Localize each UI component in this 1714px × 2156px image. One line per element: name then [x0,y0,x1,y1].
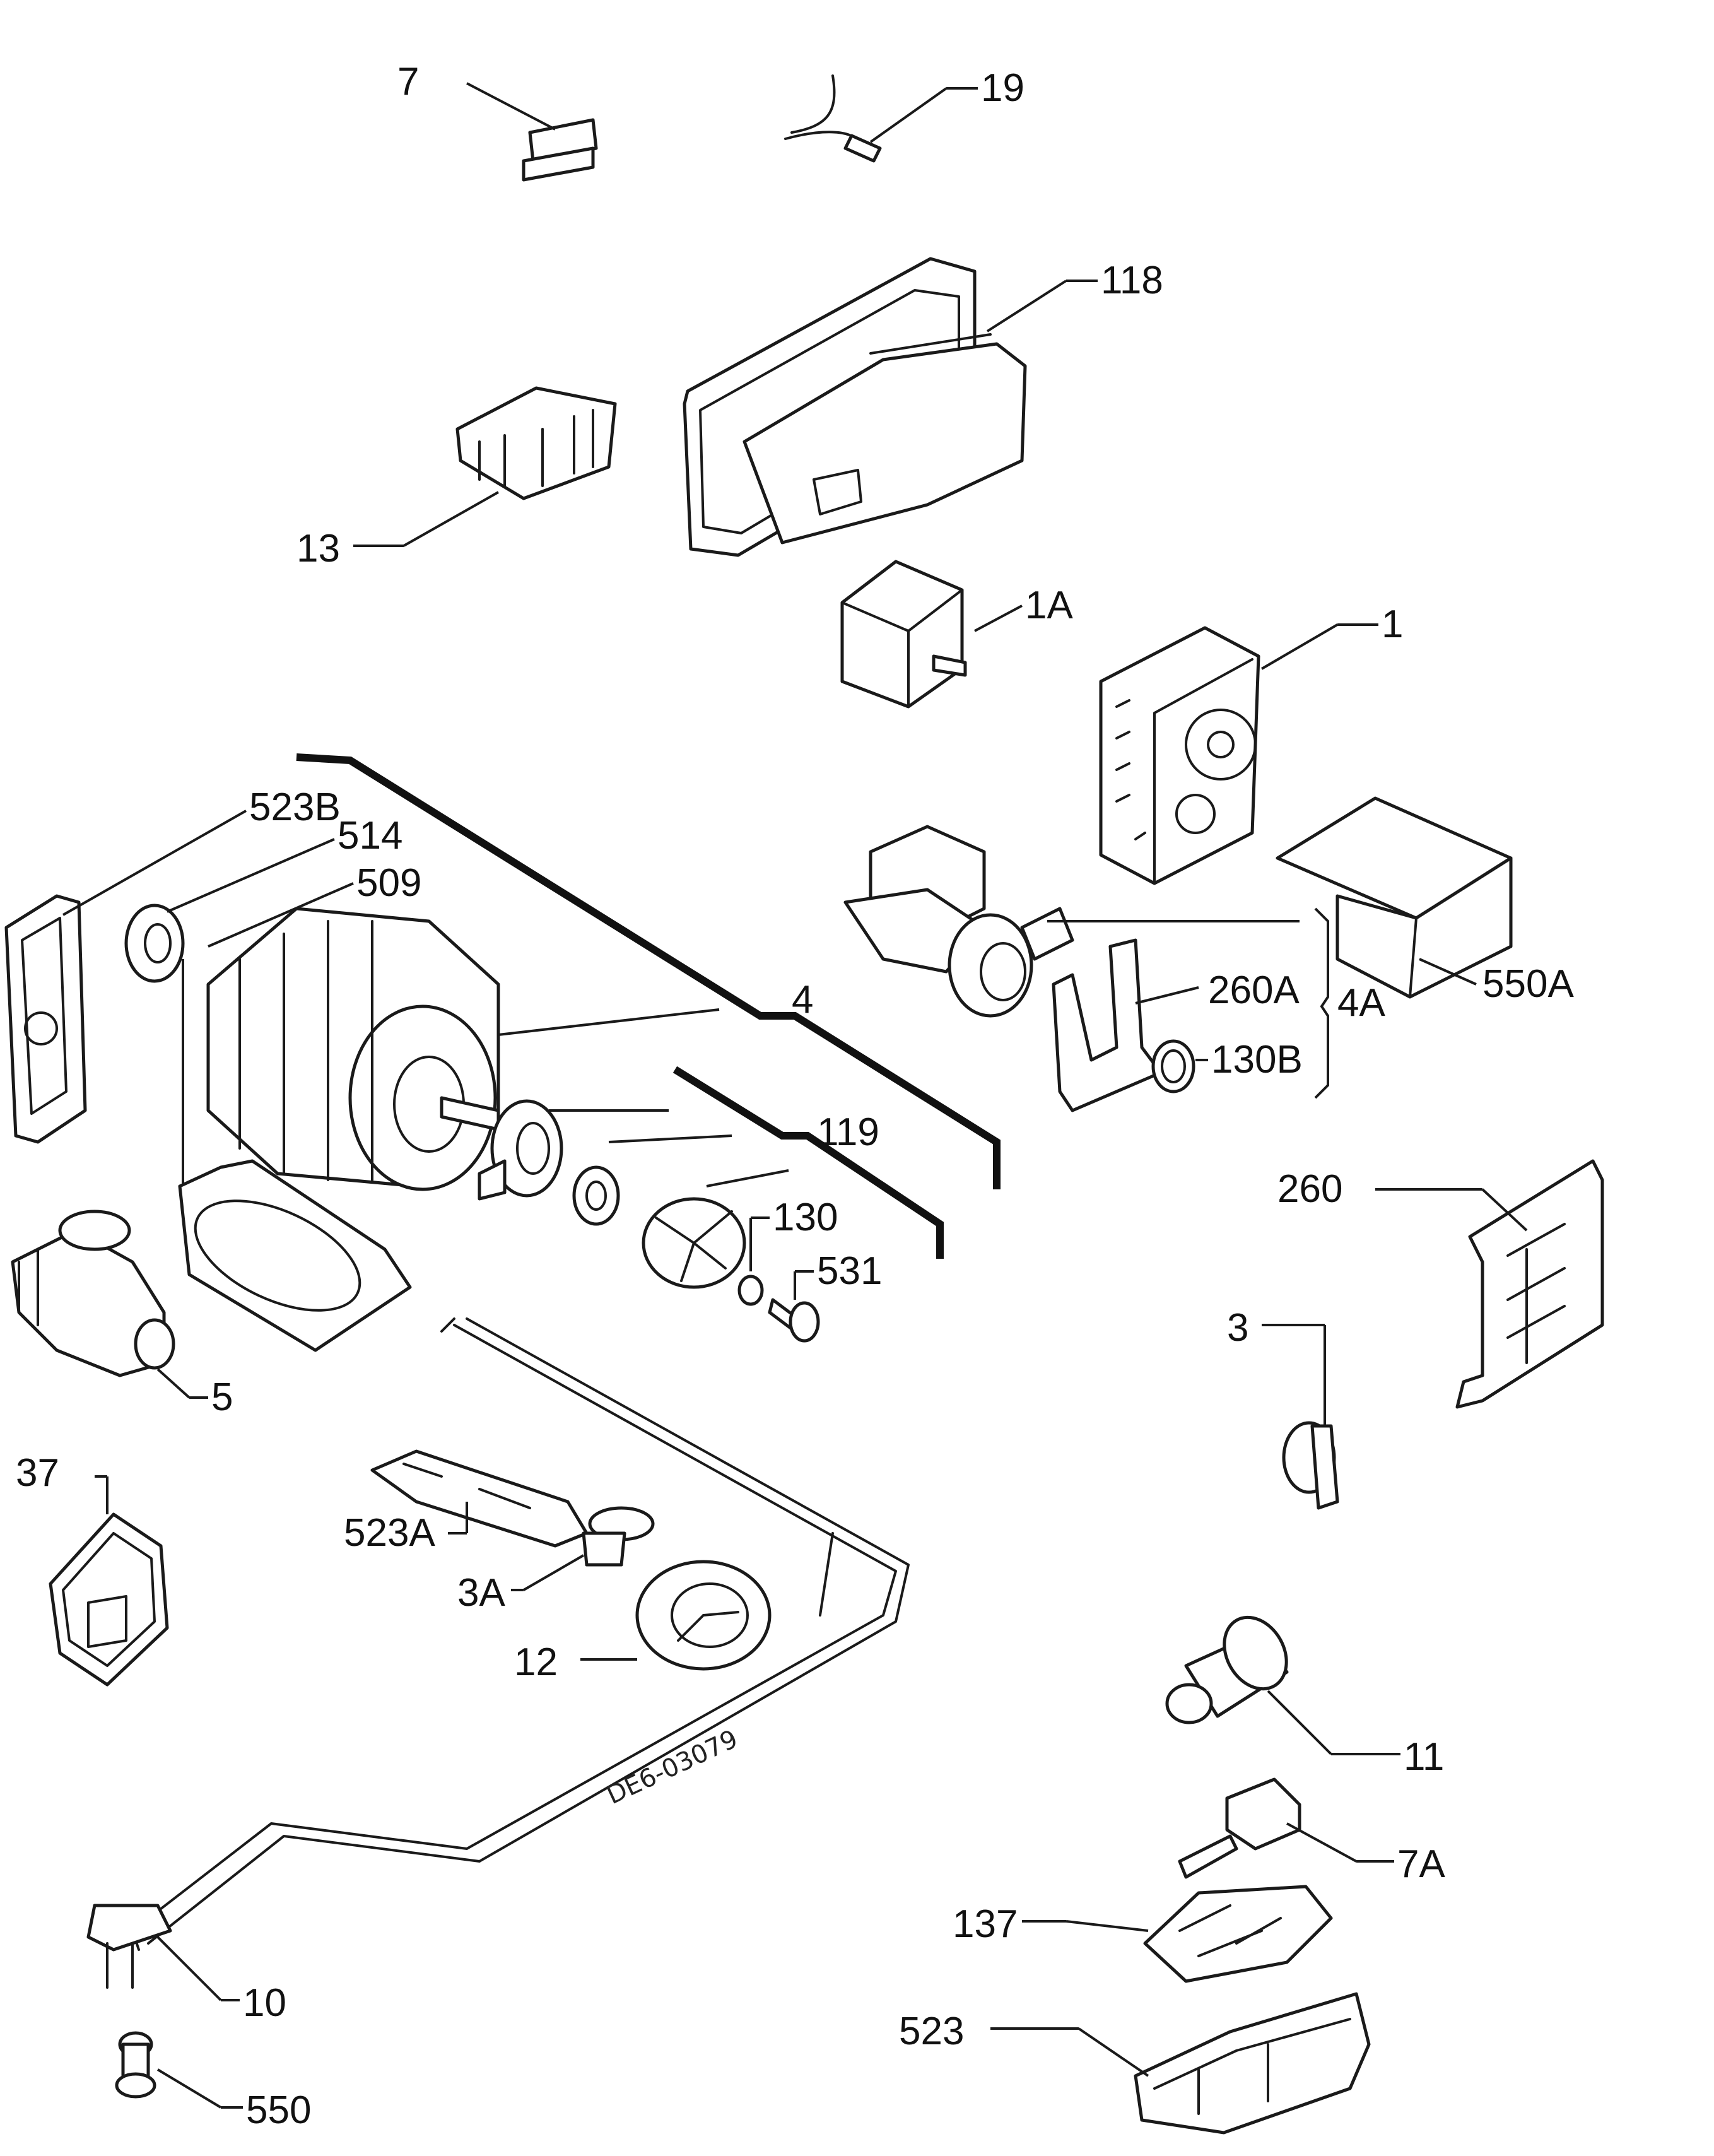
label-5: 5 [211,1375,233,1419]
label-119: 119 [817,1110,879,1154]
label-523A: 523A [344,1511,435,1555]
label-130B: 130B [1211,1038,1303,1081]
part-1-programmer [1099,623,1378,885]
label-137: 137 [953,1902,1018,1946]
label-260A: 260A [1208,969,1300,1012]
label-1A: 1A [1025,584,1073,627]
part-119-seal [478,1099,669,1201]
label-19: 19 [981,66,1024,110]
part-11-capacitor [1165,1615,1400,1755]
label-514: 514 [338,814,402,857]
part-523-tray [990,1992,1371,2135]
label-12: 12 [514,1641,558,1684]
part-550-grommet [115,2031,243,2109]
label-130: 130 [773,1196,838,1239]
label-13: 13 [296,527,340,570]
part-531-screw [768,1270,820,1343]
label-7: 7 [397,60,419,103]
part-10-heater [86,1317,910,2001]
part-3-switch [1262,1324,1339,1510]
part-5-valve [11,1210,208,1399]
group-line-119 [672,1066,944,1259]
part-118-dispenser [683,257,1098,557]
label-1: 1 [1382,603,1403,646]
label-3A: 3A [457,1571,505,1615]
part-260A-bracket [1052,938,1199,1112]
label-11: 11 [1404,1735,1444,1779]
label-7A: 7A [1397,1842,1445,1886]
label-550A: 550A [1482,962,1574,1006]
label-260: 260 [1277,1167,1342,1211]
label-523B: 523B [249,786,341,829]
part-137-filter [1022,1885,1333,1983]
label-509: 509 [356,861,421,905]
part-130B-ring [1151,1039,1208,1093]
group-line-4 [296,753,1001,1189]
part-13-connector [353,386,617,547]
part-4A-drain-pump [843,825,1300,1018]
label-550: 550 [246,2088,311,2132]
part-12-pressostat [580,1560,772,1671]
label-118: 118 [1101,259,1163,302]
part-509-gasket [178,1159,412,1352]
label-4A: 4A [1337,981,1385,1025]
part-7-switch [466,82,598,182]
part-119-impeller [642,1169,789,1289]
part-550A-box [1276,796,1513,999]
part-509-motor [182,882,500,1191]
part-1A-timer-motor [840,560,1023,709]
bracket-4A [1314,907,1329,1099]
label-4: 4 [792,978,813,1022]
part-7A-microswitch [1178,1777,1394,1879]
label-37: 37 [16,1451,59,1495]
part-523B-panel [4,810,247,1144]
reference-code: DE6-03079 [602,1724,743,1810]
leader-4 [498,1008,720,1036]
part-514-pulley [124,838,335,983]
part-19-sensor [784,74,978,163]
part-260-bracket [1375,1159,1604,1409]
label-3: 3 [1227,1306,1248,1350]
label-10: 10 [243,1981,286,2025]
part-3A-thermostat [511,1506,655,1591]
label-523: 523 [899,2010,964,2053]
part-119-ring [572,1134,732,1226]
part-37-box [49,1475,169,1687]
part-130-washer [737,1216,770,1306]
label-531: 531 [817,1249,882,1293]
